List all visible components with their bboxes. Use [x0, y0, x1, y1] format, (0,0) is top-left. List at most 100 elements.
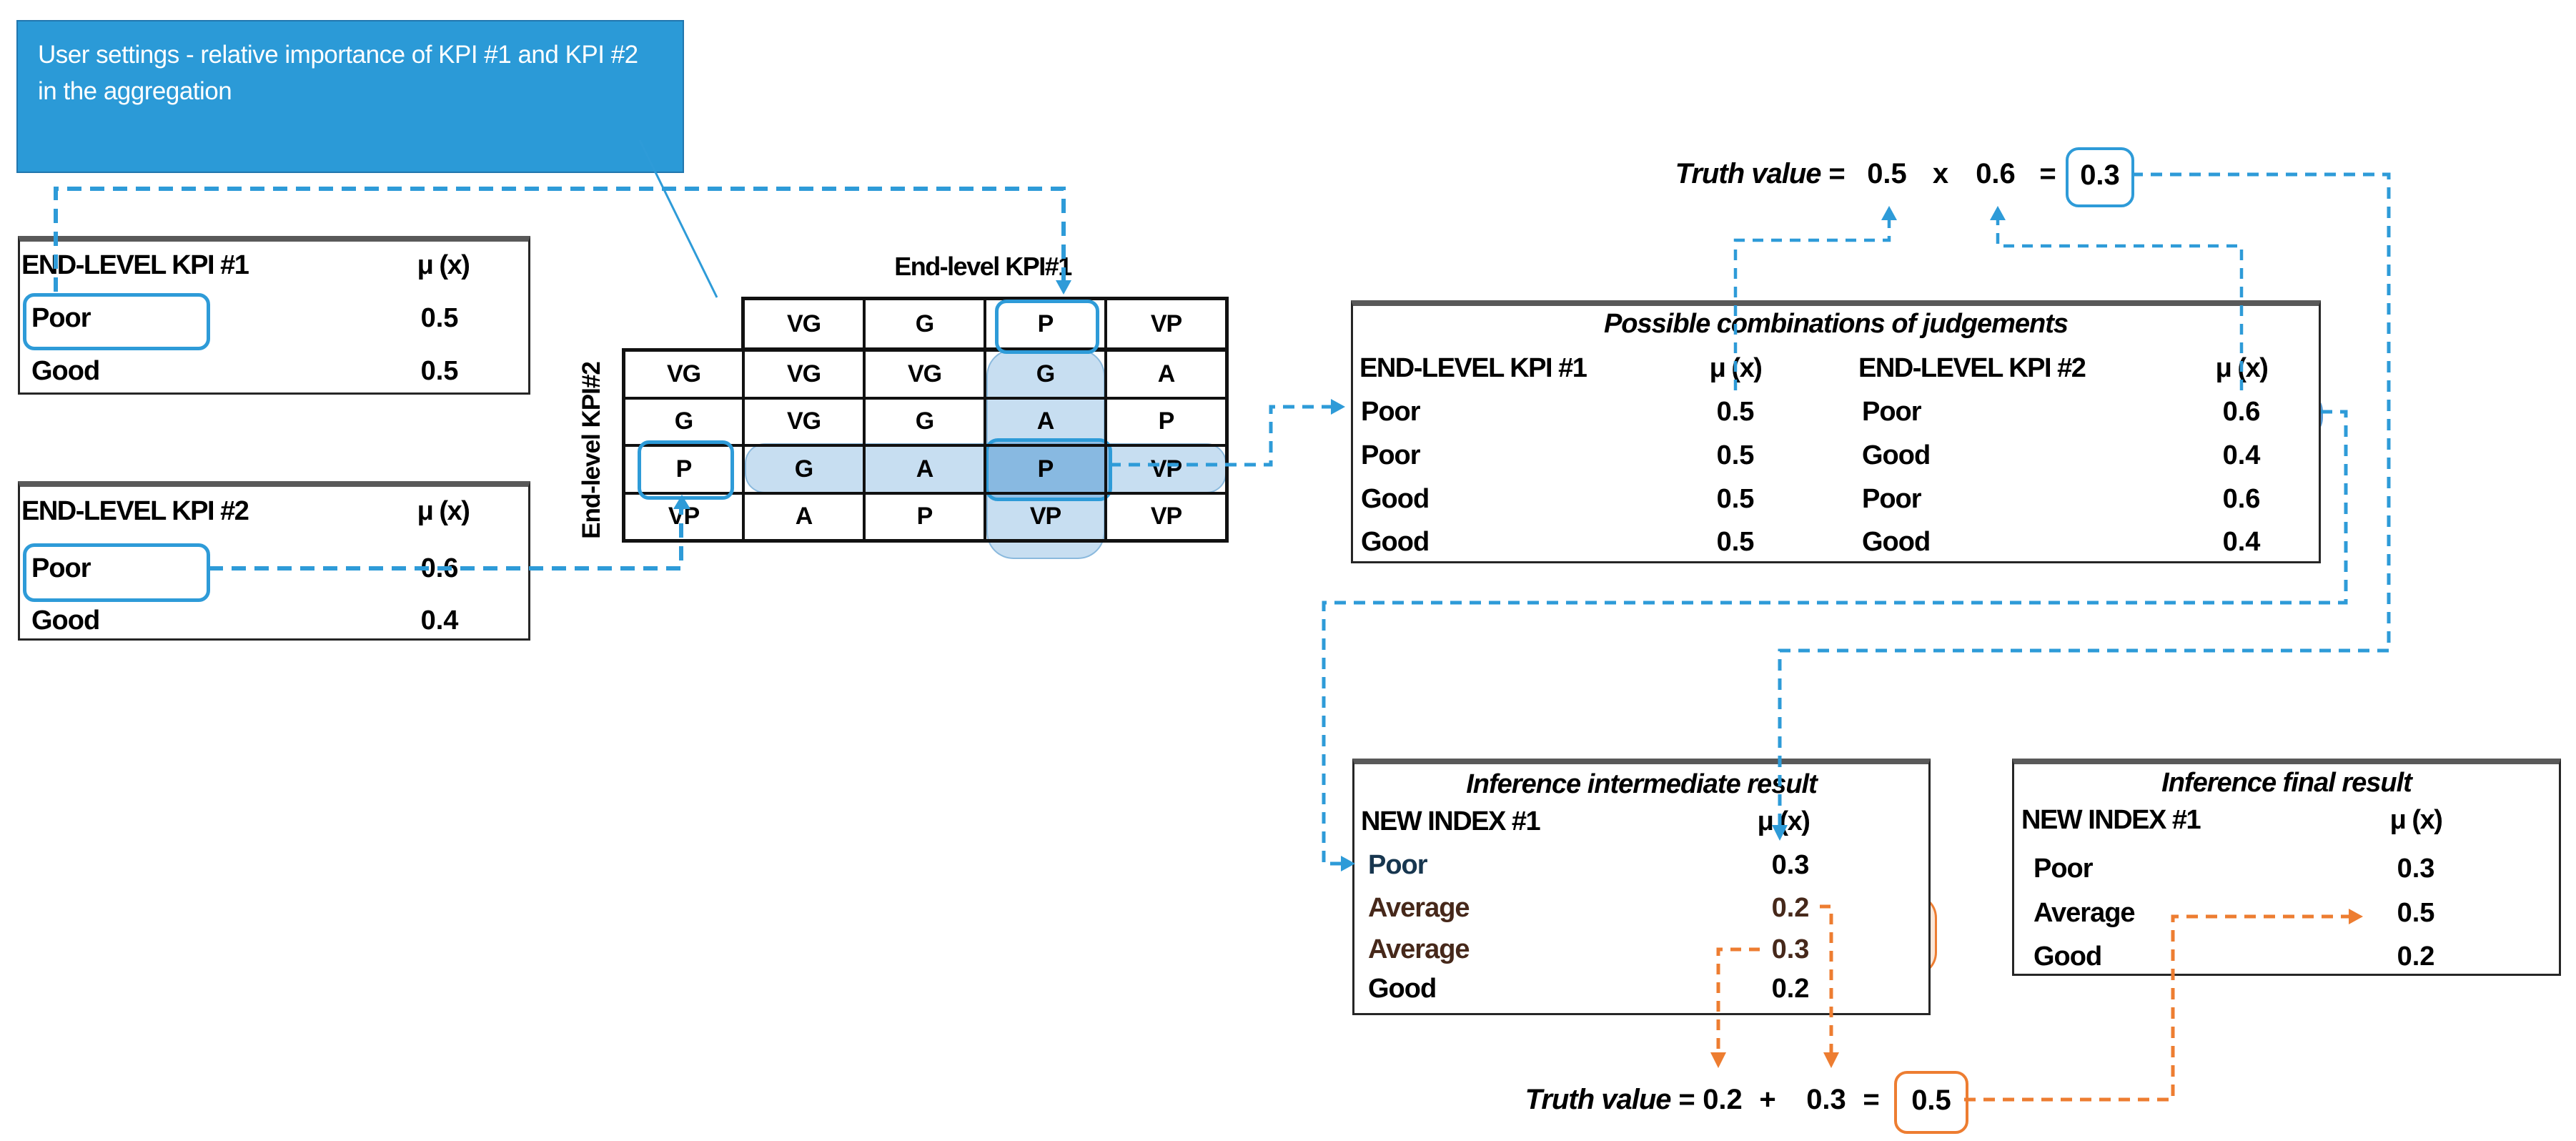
user-settings-callout: User settings - relative importance of K…: [16, 20, 684, 173]
matrix-row-header: VP: [624, 493, 743, 540]
final-title: Inference final result: [2161, 768, 2412, 798]
kpi2-mu-header: μ (x): [417, 496, 470, 526]
matrix-cell: G: [864, 397, 985, 445]
combos-header-kpi1: END-LEVEL KPI #1: [1359, 353, 1587, 383]
intermediate-title: Inference intermediate result: [1466, 769, 1818, 799]
matrix-cell: G: [743, 445, 864, 493]
matrix-cell: A: [1106, 350, 1227, 398]
truth-top-label: Truth value =: [1675, 158, 1845, 189]
final-row-value: 0.5: [2397, 898, 2435, 928]
kpi2-row-label: Poor: [31, 553, 91, 583]
intermediate-row-value: 0.3: [1771, 850, 1810, 880]
kpi1-row-label: Poor: [31, 303, 91, 333]
combos-cell: Good: [1862, 440, 1931, 470]
combos-cell: 0.6: [2222, 484, 2261, 514]
kpi1-row-value: 0.5: [420, 356, 459, 386]
matrix-cell: A: [985, 397, 1106, 445]
matrix-column-title: End-level KPI#1: [894, 252, 1072, 281]
combos-cell: 0.4: [2222, 527, 2261, 557]
truth-bottom-result: 0.5: [1911, 1085, 1951, 1116]
kpi1-table-title: END-LEVEL KPI #1: [21, 250, 249, 280]
matrix-cell: VP: [1106, 493, 1227, 540]
matrix-cell: P: [864, 493, 985, 540]
intermediate-row-label: Average: [1368, 934, 1470, 964]
matrix-row-header: G: [624, 397, 743, 445]
combos-cell: 0.5: [1716, 397, 1755, 427]
arrow-down-formula-03: [1823, 1052, 1839, 1068]
intermediate-row-value: 0.2: [1771, 893, 1810, 923]
truth-top-a: 0.5: [1867, 158, 1907, 189]
final-header: NEW INDEX #1: [2021, 805, 2201, 835]
matrix-cell: VP: [1106, 445, 1227, 493]
matrix-header-row: VG G P VP: [741, 297, 1229, 351]
combos-cell: Poor: [1361, 397, 1421, 427]
arrow-right-combos-row: [1331, 399, 1345, 415]
arrow-down-matrix-p-header: [1056, 280, 1071, 295]
intermediate-row-label: Poor: [1368, 850, 1428, 880]
final-mu-header: μ (x): [2389, 805, 2443, 835]
matrix-cell: A: [864, 445, 985, 493]
combinations-title: Possible combinations of judgements: [1603, 309, 2069, 339]
kpi1-row-value: 0.5: [420, 303, 459, 333]
combos-cell: 0.5: [1716, 440, 1755, 470]
combos-header-mu1: μ (x): [1709, 353, 1763, 383]
matrix-col-header: VG: [743, 299, 864, 349]
intermediate-row-label: Good: [1368, 974, 1437, 1004]
combos-cell: Poor: [1862, 397, 1922, 427]
combos-cell: 0.4: [2222, 440, 2261, 470]
truth-top-op: x: [1932, 158, 1949, 189]
truth-bottom-a: 0.2: [1703, 1084, 1743, 1115]
combos-header-kpi2: END-LEVEL KPI #2: [1858, 353, 2086, 383]
matrix-cell: A: [743, 493, 864, 540]
arrow-up-formula-06: [1990, 206, 2006, 220]
matrix-row-header: VG: [624, 350, 743, 398]
matrix-cell: VG: [864, 350, 985, 398]
kpi2-row-value: 0.6: [420, 553, 459, 583]
combos-cell: 0.5: [1716, 484, 1755, 514]
arrow-up-formula-05: [1881, 206, 1897, 220]
kpi1-poor-box: [23, 293, 210, 350]
intermediate-mu-header: μ (x): [1757, 806, 1810, 836]
truth-bottom-result-box: 0.5: [1894, 1071, 1968, 1134]
kpi2-table-title: END-LEVEL KPI #2: [21, 496, 249, 526]
final-row-value: 0.2: [2397, 942, 2435, 972]
matrix-cell: VG: [743, 397, 864, 445]
combos-cell: 0.5: [1716, 527, 1755, 557]
matrix-intersection-cell: [985, 438, 1112, 501]
matrix-cell: G: [985, 350, 1106, 398]
truth-top-result: 0.3: [2080, 159, 2120, 191]
combos-header-mu2: μ (x): [2215, 353, 2269, 383]
combos-cell: 0.6: [2222, 397, 2261, 427]
combos-cell: Good: [1361, 527, 1430, 557]
kpi1-row-label: Good: [31, 356, 100, 386]
combos-cell: Poor: [1862, 484, 1922, 514]
final-row-value: 0.3: [2397, 854, 2435, 884]
combos-cell: Good: [1361, 484, 1430, 514]
combos-cell: Poor: [1361, 440, 1421, 470]
combos-cell: Good: [1862, 527, 1931, 557]
matrix-cell: VG: [743, 350, 864, 398]
truth-top-b: 0.6: [1976, 158, 2016, 189]
intermediate-row-value: 0.2: [1771, 974, 1810, 1004]
matrix-row-title: End-level KPI#2: [578, 362, 605, 539]
callout-text: User settings - relative importance of K…: [38, 41, 638, 105]
matrix-cell: P: [985, 445, 1106, 493]
matrix-col-header: VP: [1106, 299, 1227, 349]
truth-top-eq: =: [2039, 158, 2056, 189]
truth-bottom-b: 0.3: [1806, 1084, 1846, 1115]
final-row-label: Poor: [2033, 854, 2094, 884]
matrix-col-header: G: [864, 299, 985, 349]
matrix-cell: P: [1106, 397, 1227, 445]
kpi2-row-label: Good: [31, 606, 100, 636]
final-row-label: Average: [2033, 898, 2136, 928]
kpi2-row-value: 0.4: [420, 606, 459, 636]
combinations-table: [1351, 300, 2321, 563]
intermediate-row-value: 0.3: [1771, 934, 1810, 964]
arrow-down-formula-02: [1710, 1052, 1726, 1068]
final-row-label: Good: [2033, 942, 2102, 972]
truth-bottom-eq: =: [1863, 1084, 1880, 1115]
kpi2-poor-box: [23, 543, 210, 602]
truth-bottom-op: +: [1759, 1084, 1776, 1115]
intermediate-header: NEW INDEX #1: [1361, 806, 1541, 836]
